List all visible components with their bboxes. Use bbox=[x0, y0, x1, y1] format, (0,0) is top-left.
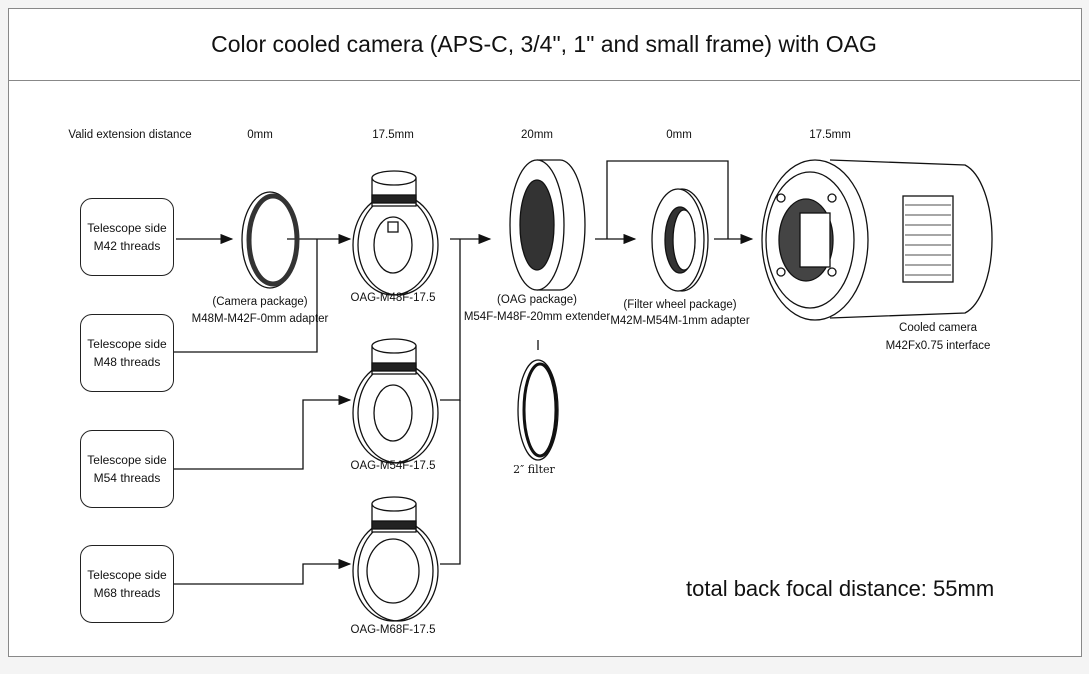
oag-icon bbox=[352, 170, 439, 296]
arrow-m54 bbox=[172, 394, 352, 470]
camera-label-1: Cooled camera bbox=[899, 322, 977, 334]
oag-label-m54: OAG-M54F-17.5 bbox=[350, 460, 436, 472]
diagram-frame bbox=[8, 8, 1082, 657]
line-m48 bbox=[172, 239, 318, 353]
distance-extender: 20mm bbox=[521, 129, 553, 141]
oag-label-m48: OAG-M48F-17.5 bbox=[350, 292, 436, 304]
cooled-camera-icon bbox=[761, 159, 993, 321]
extender-icon bbox=[509, 159, 586, 291]
filter-wheel-label-1: (Filter wheel package) bbox=[623, 299, 737, 311]
box-line2: M42 threads bbox=[93, 239, 161, 253]
bypass-bracket bbox=[606, 160, 729, 239]
line-oag-collect bbox=[440, 239, 461, 401]
oag-icon bbox=[352, 338, 439, 464]
distance-filter-wheel: 0mm bbox=[666, 129, 692, 141]
box-line1: Telescope side bbox=[87, 337, 167, 351]
box-line2: M68 threads bbox=[93, 586, 161, 600]
filter-icon bbox=[517, 359, 559, 461]
box-line1: Telescope side bbox=[87, 221, 167, 235]
distance-oag: 17.5mm bbox=[372, 129, 414, 141]
filter-wheel-adapter-icon bbox=[651, 188, 709, 292]
adapter-label-2: M48M-M42F-0mm adapter bbox=[191, 313, 329, 325]
distance-camera: 17.5mm bbox=[809, 129, 851, 141]
page-title: Color cooled camera (APS-C, 3/4", 1" and… bbox=[8, 8, 1080, 81]
box-line2: M48 threads bbox=[93, 355, 161, 369]
box-line1: Telescope side bbox=[87, 568, 167, 582]
filter-label: 2″ filter bbox=[513, 463, 555, 476]
camera-label-2: M42Fx0.75 interface bbox=[885, 340, 991, 352]
oag-icon bbox=[352, 496, 439, 622]
box-line2: M54 threads bbox=[93, 471, 161, 485]
total-back-focal-distance: total back focal distance: 55mm bbox=[686, 576, 995, 601]
distance-row-label: Valid extension distance bbox=[68, 129, 192, 141]
extender-label-1: (OAG package) bbox=[497, 294, 577, 306]
adapter-ring-icon bbox=[241, 191, 300, 289]
filter-wheel-label-2: M42M-M54M-1mm adapter bbox=[610, 315, 750, 327]
oag-label-m68: OAG-M68F-17.5 bbox=[350, 624, 436, 636]
distance-adapter: 0mm bbox=[247, 129, 273, 141]
extender-label-2: M54F-M48F-20mm extender bbox=[463, 311, 611, 323]
box-line1: Telescope side bbox=[87, 453, 167, 467]
adapter-label-1: (Camera package) bbox=[212, 296, 308, 308]
arrow-m68 bbox=[172, 558, 352, 585]
